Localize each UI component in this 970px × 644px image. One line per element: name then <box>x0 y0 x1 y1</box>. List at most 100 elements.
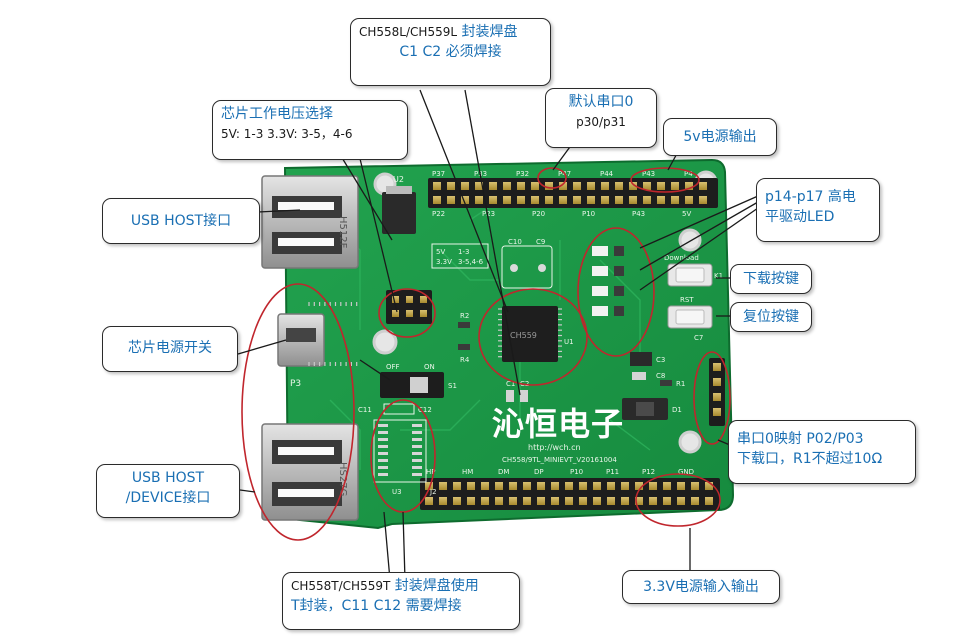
bottom-header-pin <box>523 497 531 505</box>
callout-5v-output: 5v电源输出 <box>663 118 777 156</box>
ref-c9: C9 <box>536 238 545 246</box>
header-bottom-label: P11 <box>606 468 619 476</box>
bottom-header-pin <box>481 497 489 505</box>
bottom-header-pin <box>551 497 559 505</box>
bottom-header-pin <box>677 497 685 505</box>
bottom-header-pin <box>439 482 447 490</box>
callout-usb-host-device: USB HOST /DEVICE接口 <box>96 464 240 518</box>
top-header-pin <box>615 196 623 204</box>
bottom-header-pin <box>621 497 629 505</box>
top-header-pin <box>433 182 441 190</box>
ref-u3: U3 <box>392 488 402 496</box>
top-header-pin <box>699 182 707 190</box>
bottom-header-pin <box>551 482 559 490</box>
top-header-pin <box>517 182 525 190</box>
board-model: CH558/9TL_MINIEVT_V20161004 <box>502 456 617 464</box>
header-top-label-row2: P22 <box>432 210 445 218</box>
u3-pad <box>378 431 388 434</box>
header-top-label-row2: P23 <box>482 210 495 218</box>
top-header-pin <box>475 182 483 190</box>
bottom-header-pin <box>635 497 643 505</box>
callout-reset-button: 复位按键 <box>730 302 812 332</box>
download-silk: Download <box>664 254 699 262</box>
top-header-pin <box>461 182 469 190</box>
bottom-header-pin <box>663 497 671 505</box>
callout-reset-button-text: 复位按键 <box>743 309 799 325</box>
callout-5v-output-text: 5v电源输出 <box>683 129 757 145</box>
bottom-header-pin <box>439 497 447 505</box>
header-bottom-label: HM <box>462 468 473 476</box>
ref-r2: R2 <box>460 312 469 320</box>
bottom-pin-header <box>420 478 720 510</box>
top-header-pin <box>685 196 693 204</box>
top-pin-header <box>428 178 718 208</box>
header-bottom-label: DP <box>534 468 544 476</box>
led <box>592 286 608 296</box>
led-resistor <box>614 286 624 296</box>
top-header-pin <box>685 182 693 190</box>
top-header-pin <box>489 182 497 190</box>
reset-button: RST C7 <box>667 296 713 342</box>
header-top-label: P43 <box>642 170 655 178</box>
rst-silk: RST <box>680 296 694 304</box>
callout-uart-map: 串口0映射 P02/P03 下载口，R1不超过10Ω <box>728 420 916 484</box>
callout-33v-io-text: 3.3V电源输入输出 <box>643 579 759 595</box>
c11-c12-pads: C11 C12 <box>358 403 432 415</box>
top-header-pin <box>601 196 609 204</box>
ref-c12: C12 <box>418 406 432 414</box>
bottom-header-pin <box>593 482 601 490</box>
callout-ch558l-note: C1 C2 必须焊接 <box>399 44 502 60</box>
bottom-header-pin <box>425 482 433 490</box>
callout-default-uart: 默认串口0 p30/p31 <box>545 88 657 148</box>
u3-footprint: U3 J2 <box>373 419 437 496</box>
top-header-pin <box>601 182 609 190</box>
brand-name: 沁恒电子 <box>492 405 624 443</box>
voltage-select-jumper <box>386 290 432 324</box>
callout-download-button-text: 下载按键 <box>743 271 799 287</box>
bottom-header-pin <box>537 482 545 490</box>
pcb-traces <box>329 199 651 470</box>
bottom-header-pin <box>565 482 573 490</box>
callout-ch558t-title: 封装焊盘使用 <box>394 578 479 594</box>
jumper-silkscreen: 5V 1-3 3.3V 3-5,4-6 <box>431 243 489 269</box>
header-top-label-row2: 5V <box>682 210 691 218</box>
top-header-pin <box>657 182 665 190</box>
led-array <box>592 246 624 316</box>
bottom-header-pin <box>635 482 643 490</box>
u3-pad <box>378 466 388 469</box>
callout-voltage-select: 芯片工作电压选择 5V: 1-3 3.3V: 3-5，4-6 <box>212 100 408 160</box>
callout-ch558l-model: CH558L/CH559L <box>359 25 458 39</box>
bottom-header-pin <box>509 497 517 505</box>
led-resistor <box>614 246 624 256</box>
callout-led: p14-p17 高电 平驱动LED <box>756 178 880 242</box>
callout-power-switch: 芯片电源开关 <box>102 326 238 372</box>
led <box>592 266 608 276</box>
top-header-pin <box>545 182 553 190</box>
switch-on-silk: ON <box>424 363 435 371</box>
power-switch: OFF ON S1 <box>380 363 457 398</box>
usb-bottom-silk: HS27G <box>337 462 348 496</box>
callout-usb-host-text: USB HOST接口 <box>130 213 232 229</box>
callout-power-switch-text: 芯片电源开关 <box>128 340 212 356</box>
header-bottom-label: P10 <box>570 468 583 476</box>
resistors-r2-r4: R2 R4 <box>458 312 470 364</box>
callout-ch558t-pads: CH558T/CH559T 封装焊盘使用 T封装，C11 C12 需要焊接 <box>282 572 520 630</box>
callout-led-line1: p14-p17 高电 <box>765 189 856 205</box>
ref-c7: C7 <box>694 334 703 342</box>
header-top-label-row2: P10 <box>582 210 595 218</box>
jumper-label-3-5-4-6: 3-5,4-6 <box>458 258 484 266</box>
bottom-header-pin <box>453 497 461 505</box>
u3-pad <box>412 473 422 476</box>
jumper-label-3v3: 3.3V <box>436 258 452 266</box>
usb-host-connector: H512F <box>261 175 359 269</box>
callout-ch558l-pads: CH558L/CH559L 封装焊盘 C1 C2 必须焊接 <box>350 18 551 86</box>
top-header-pin <box>531 196 539 204</box>
header-top-label: P44 <box>600 170 614 178</box>
u3-pad <box>378 424 388 427</box>
right-pin-header <box>709 358 725 426</box>
top-header-pin <box>629 182 637 190</box>
top-header-pin <box>573 182 581 190</box>
